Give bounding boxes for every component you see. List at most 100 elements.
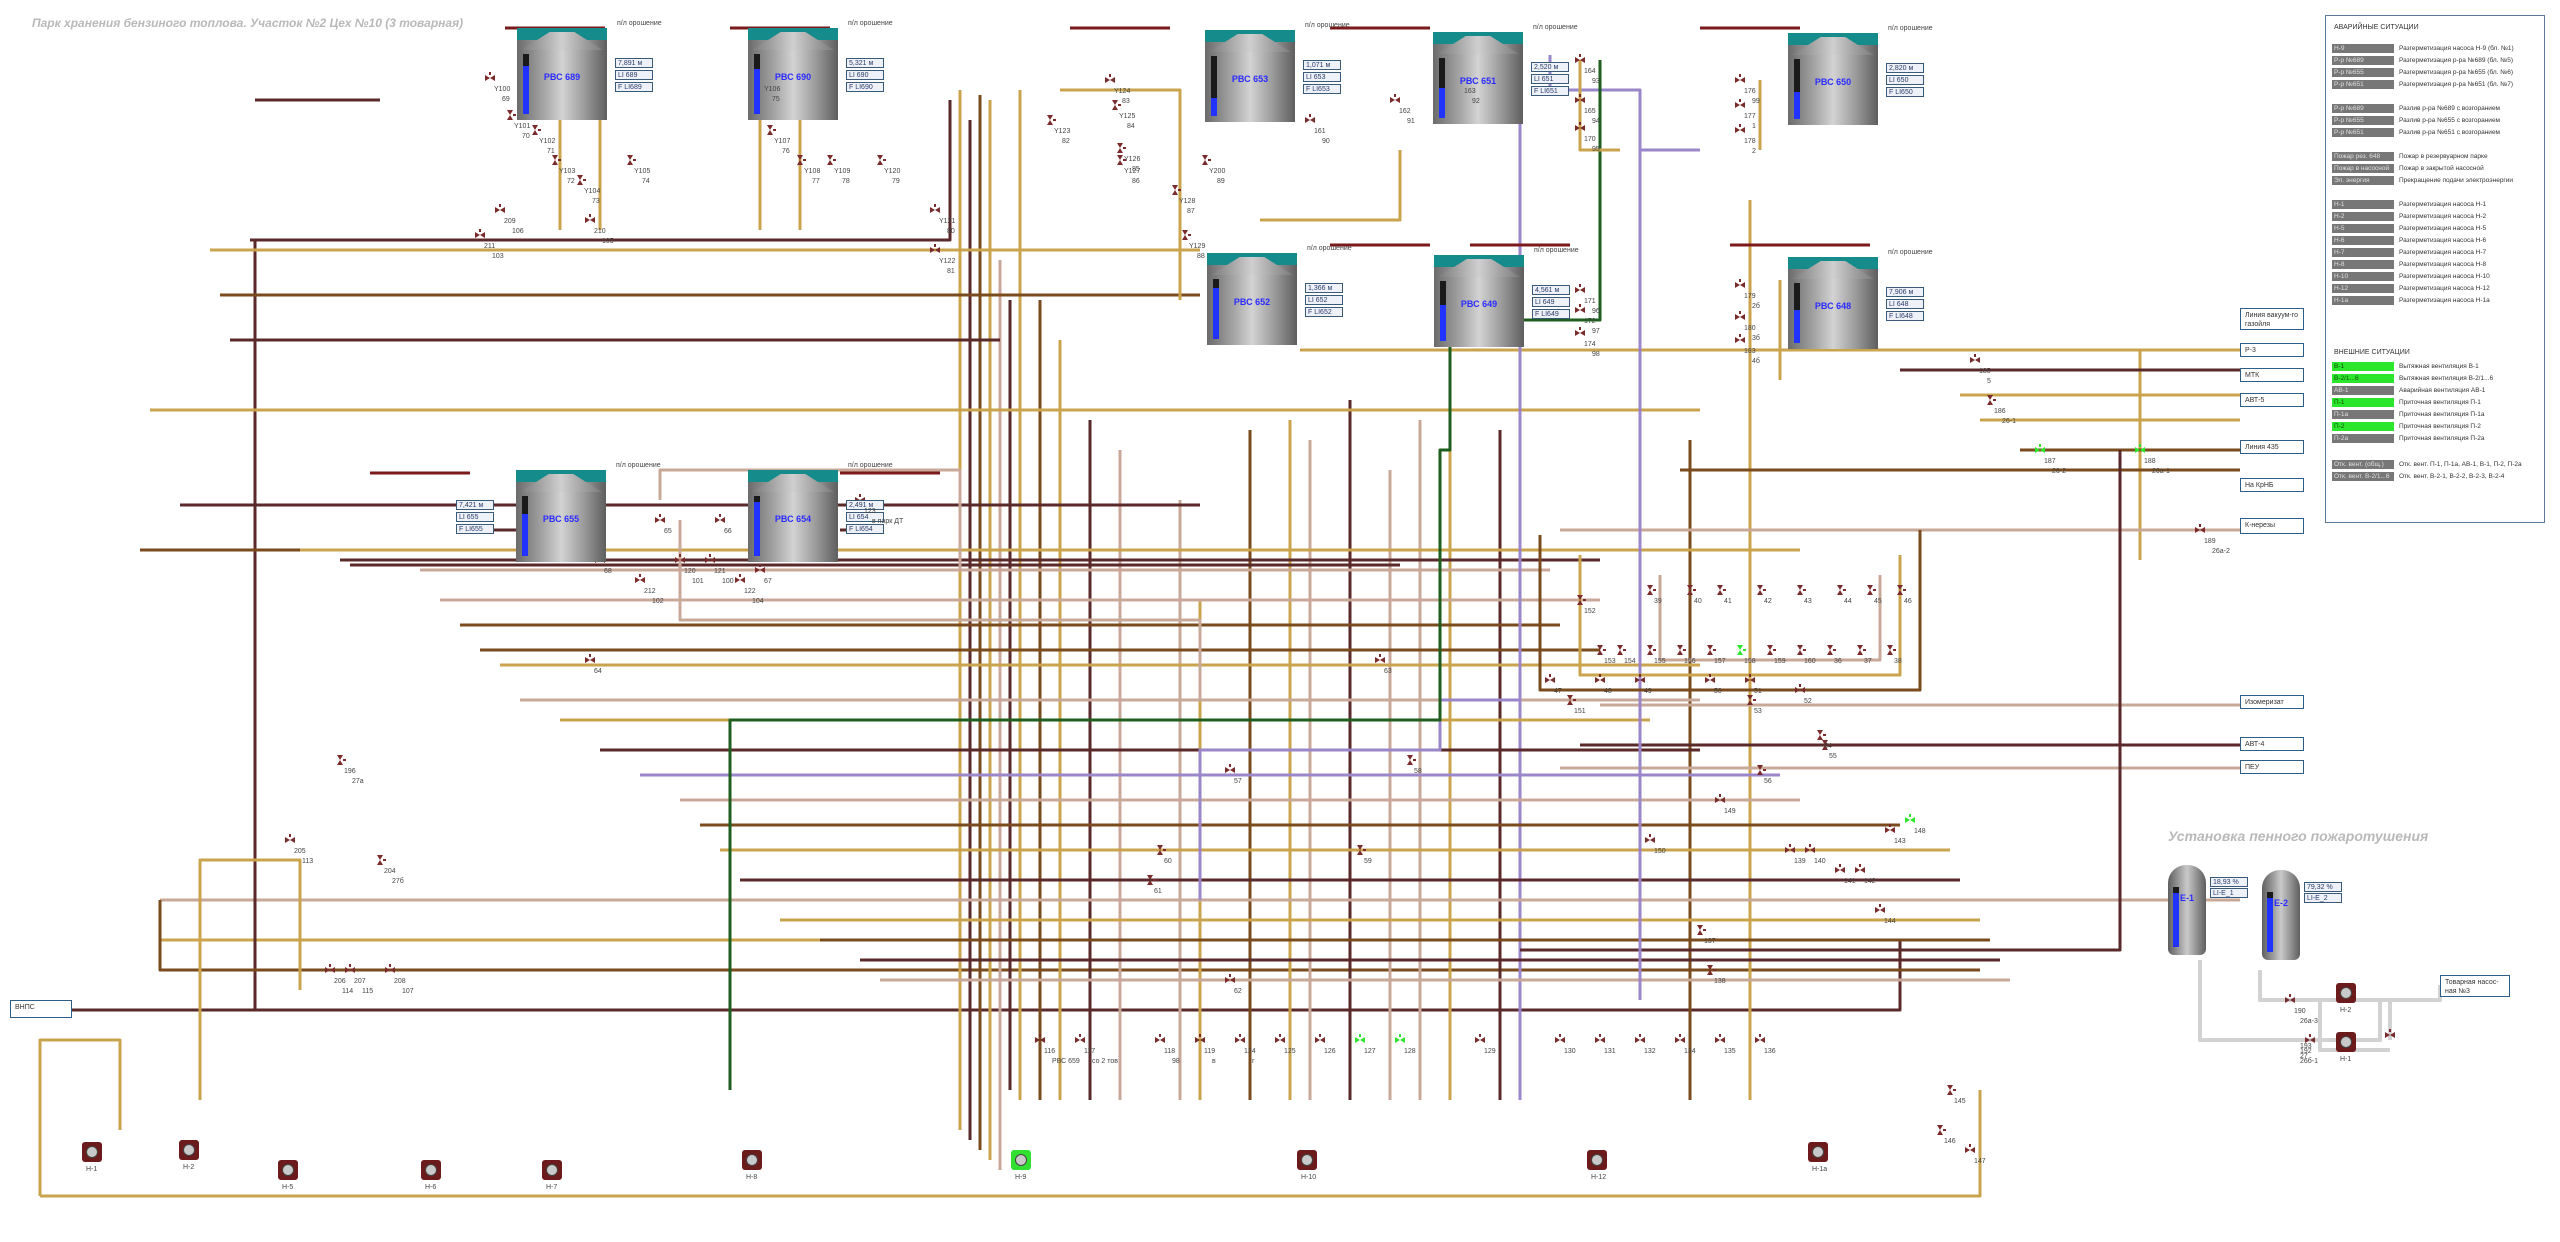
- valve-111[interactable]: [1635, 674, 1645, 683]
- valve-52[interactable]: [475, 229, 485, 238]
- external-line-box[interactable]: АВТ-4: [2240, 737, 2304, 751]
- valve-4[interactable]: [577, 175, 586, 185]
- valve-31[interactable]: [1735, 99, 1745, 108]
- pump-11[interactable]: [2336, 983, 2356, 1003]
- valve-93[interactable]: [1677, 645, 1686, 655]
- valve-95[interactable]: [1737, 645, 1746, 655]
- valve-44[interactable]: [337, 755, 346, 765]
- alarm-code[interactable]: П-1: [2332, 398, 2394, 407]
- valve-128[interactable]: [715, 514, 725, 523]
- valve-48[interactable]: [345, 964, 355, 973]
- valve-103[interactable]: [1717, 585, 1726, 595]
- valve-75[interactable]: [1707, 965, 1716, 975]
- valve-67[interactable]: [1475, 1034, 1485, 1043]
- valve-76[interactable]: [1785, 844, 1795, 853]
- alarm-code[interactable]: Н-6: [2332, 236, 2394, 245]
- valve-65[interactable]: [1355, 1034, 1365, 1043]
- alarm-code[interactable]: П-2: [2332, 422, 2394, 431]
- valve-60[interactable]: [1155, 1034, 1165, 1043]
- valve-119[interactable]: [1225, 764, 1235, 773]
- alarm-code[interactable]: Н-2: [2332, 212, 2394, 221]
- valve-10[interactable]: [877, 155, 886, 165]
- valve-12[interactable]: [930, 244, 940, 253]
- valve-78[interactable]: [1835, 864, 1845, 873]
- valve-49[interactable]: [385, 964, 395, 973]
- valve-74[interactable]: [1697, 925, 1706, 935]
- valve-41[interactable]: [2285, 994, 2295, 1003]
- valve-122[interactable]: [1157, 845, 1166, 855]
- valve-87[interactable]: [1645, 834, 1655, 843]
- valve-84[interactable]: [1965, 1144, 1975, 1153]
- alarm-code[interactable]: Н-8: [2332, 260, 2394, 269]
- valve-24[interactable]: [1575, 54, 1585, 63]
- valve-45[interactable]: [377, 855, 386, 865]
- valve-40[interactable]: [2195, 524, 2205, 533]
- valve-121[interactable]: [1357, 845, 1366, 855]
- valve-116[interactable]: [1817, 730, 1826, 740]
- alarm-code[interactable]: Р-р №655: [2332, 116, 2394, 125]
- external-line-box[interactable]: АВТ-5: [2240, 393, 2304, 407]
- valve-91[interactable]: [1617, 645, 1626, 655]
- valve-97[interactable]: [1797, 645, 1806, 655]
- external-line-box[interactable]: Линия вакуум-го газойля: [2240, 308, 2304, 330]
- alarm-code[interactable]: Н-12: [2332, 284, 2394, 293]
- pump-6[interactable]: [742, 1150, 762, 1170]
- alarm-code[interactable]: Эл. энергия: [2332, 176, 2394, 185]
- valve-2[interactable]: [532, 125, 541, 135]
- valve-29[interactable]: [1575, 327, 1585, 336]
- alarm-code[interactable]: Пожар рез. 648: [2332, 152, 2394, 161]
- valve-33[interactable]: [1735, 279, 1745, 288]
- valve-13[interactable]: [1047, 115, 1056, 125]
- valve-69[interactable]: [1595, 1034, 1605, 1043]
- valve-59[interactable]: [1075, 1034, 1085, 1043]
- valve-120[interactable]: [1407, 755, 1416, 765]
- valve-64[interactable]: [1315, 1034, 1325, 1043]
- valve-46[interactable]: [285, 834, 295, 843]
- valve-86[interactable]: [1715, 794, 1725, 803]
- valve-25[interactable]: [1575, 94, 1585, 103]
- valve-17[interactable]: [1117, 155, 1126, 165]
- alarm-code[interactable]: Н-1а: [2332, 296, 2394, 305]
- alarm-code[interactable]: Р-р №651: [2332, 80, 2394, 89]
- valve-98[interactable]: [1827, 645, 1836, 655]
- valve-100[interactable]: [1887, 645, 1896, 655]
- valve-9[interactable]: [827, 155, 836, 165]
- alarm-code[interactable]: Отк. вент. (общ.): [2332, 460, 2394, 469]
- valve-63[interactable]: [1275, 1034, 1285, 1043]
- external-line-box[interactable]: Изомеризат: [2240, 695, 2304, 709]
- valve-54[interactable]: [675, 554, 685, 563]
- external-line-box[interactable]: Р-3: [2240, 343, 2304, 357]
- alarm-code[interactable]: П-2а: [2332, 434, 2394, 443]
- valve-28[interactable]: [1575, 304, 1585, 313]
- valve-129[interactable]: [755, 564, 765, 573]
- valve-50[interactable]: [495, 204, 505, 213]
- valve-3[interactable]: [552, 155, 561, 165]
- valve-89[interactable]: [1577, 595, 1586, 605]
- valve-102[interactable]: [1687, 585, 1696, 595]
- valve-58[interactable]: [1035, 1034, 1045, 1043]
- valve-104[interactable]: [1757, 585, 1766, 595]
- valve-127[interactable]: [655, 514, 665, 523]
- valve-92[interactable]: [1647, 645, 1656, 655]
- valve-109[interactable]: [1545, 674, 1555, 683]
- valve-112[interactable]: [1705, 674, 1715, 683]
- valve-88[interactable]: [1567, 695, 1576, 705]
- valve-101[interactable]: [1647, 585, 1656, 595]
- alarm-code[interactable]: В-2/1...6: [2332, 374, 2394, 383]
- valve-30[interactable]: [1735, 74, 1745, 83]
- pump-9[interactable]: [1587, 1150, 1607, 1170]
- valve-56[interactable]: [735, 574, 745, 583]
- valve-16[interactable]: [1117, 143, 1126, 153]
- valve-35[interactable]: [1735, 334, 1745, 343]
- valve-66[interactable]: [1395, 1034, 1405, 1043]
- alarm-code[interactable]: Н-10: [2332, 272, 2394, 281]
- valve-26[interactable]: [1575, 122, 1585, 131]
- alarm-code[interactable]: Р-р №689: [2332, 56, 2394, 65]
- external-line-box[interactable]: ПЕУ: [2240, 760, 2304, 774]
- valve-105[interactable]: [1797, 585, 1806, 595]
- alarm-code[interactable]: Н-1: [2332, 200, 2394, 209]
- valve-118[interactable]: [1757, 765, 1766, 775]
- valve-79[interactable]: [1855, 864, 1865, 873]
- valve-80[interactable]: [1885, 824, 1895, 833]
- valve-94[interactable]: [1707, 645, 1716, 655]
